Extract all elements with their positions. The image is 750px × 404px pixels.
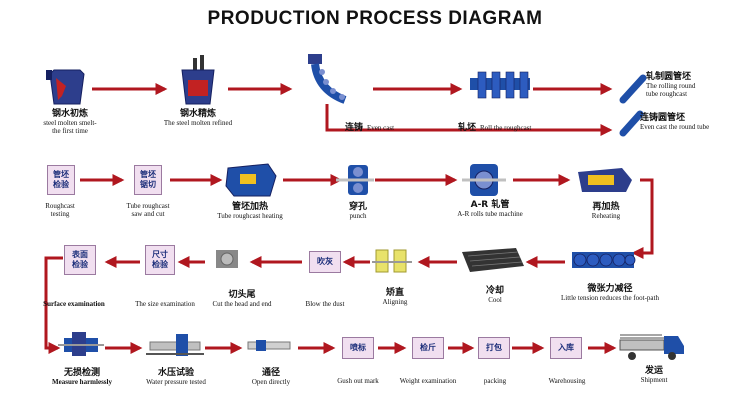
label-gush-mark: Gush out mark	[337, 377, 379, 385]
arrow-r3-down	[44, 256, 63, 354]
drift-test-icon	[247, 340, 291, 351]
label-tension-reducing: 微张力减径 Little tension reduces the foot-pa…	[561, 284, 659, 303]
blow-dust-box: 吹灰	[309, 251, 341, 273]
label-even-cast: 连铸 Even cast	[345, 123, 395, 133]
label-measure-harmlessly: 无损检测 Measure harmlessly	[52, 368, 112, 387]
label-surface-exam: Surface examination	[43, 300, 105, 308]
page-title: PRODUCTION PROCESS DIAGRAM	[207, 8, 543, 29]
label-rolling-round-tube: 轧制圆管坯 The rolling round tube roughcast	[646, 72, 696, 99]
reheating-furnace-icon	[578, 168, 632, 192]
label-roughcast-testing: Roughcast testing	[45, 202, 75, 219]
arrow-r2-down	[631, 178, 654, 259]
label-shipment: 发运 Shipment	[640, 366, 668, 385]
hydro-test-icon	[146, 334, 204, 356]
weight-exam-box: 检斤	[412, 337, 444, 359]
cutting-saw-icon	[216, 250, 238, 268]
label-aligning: 矫直 Aligning	[382, 288, 408, 307]
ndt-machine-icon	[58, 332, 104, 356]
size-exam-box: 尺寸检验	[145, 245, 175, 275]
roughcast-testing-box: 管坯检验	[47, 165, 75, 195]
label-steel-smelt: 钢水初炼 steel molten smelt- the first time	[43, 109, 97, 136]
label-cut-head-end: 切头尾 Cut the head and end	[212, 290, 272, 309]
label-water-pressure: 水压试验 Water pressure tested	[146, 368, 206, 387]
gush-mark-box: 喷标	[342, 337, 374, 359]
label-even-cast-round-tube: 连铸圆管坯 Even cast the round tube	[640, 113, 710, 132]
label-blow-dust: Blow the dust	[305, 300, 345, 308]
label-steel-refined: 钢水精炼 The steel molten refined	[163, 109, 233, 128]
straightener-icon	[372, 249, 412, 273]
piercing-mill-icon	[336, 165, 374, 195]
label-warehousing: Warehousing	[548, 377, 586, 385]
label-open-directly: 通径 Open directly	[251, 368, 291, 387]
label-tube-heating: 管坯加热 Tube roughcast heating	[217, 202, 283, 221]
reducing-mill-icon	[572, 252, 636, 268]
label-punch: 穿孔 punch	[348, 202, 367, 221]
label-ar-mill: A-R 轧管 A-R rolls tube machine	[457, 200, 523, 219]
label-size-exam: The size examination	[135, 300, 195, 308]
flow-arrows	[44, 83, 654, 354]
cast-billet-icon	[619, 110, 644, 137]
shipment-truck-icon	[619, 334, 684, 360]
ar-rolling-mill-icon	[462, 164, 506, 196]
surface-exam-box: 表面检验	[64, 245, 96, 275]
arrow-r1-branch	[325, 104, 613, 136]
warehousing-box: 入库	[550, 337, 582, 359]
label-cool: 冷却 Cool	[485, 286, 504, 305]
tube-saw-box: 管坯锯切	[134, 165, 162, 195]
packing-box: 打包	[478, 337, 510, 359]
cooling-bed-icon	[462, 248, 524, 272]
refining-furnace-icon	[181, 55, 215, 105]
continuous-caster-icon	[308, 54, 347, 104]
label-packing: packing	[483, 377, 507, 385]
round-billet-icon	[619, 74, 647, 104]
label-tube-saw: Tube roughcast saw and cut	[126, 202, 170, 219]
label-weight-exam: Weight examination	[399, 377, 457, 385]
roughing-mill-icon	[470, 71, 530, 99]
label-roll-roughcast: 轧坯 Roll the roughcast	[458, 123, 532, 133]
ladle-icon	[46, 69, 85, 105]
label-reheating: 再加热 Reheating	[591, 202, 621, 221]
heating-furnace-icon	[225, 163, 277, 197]
